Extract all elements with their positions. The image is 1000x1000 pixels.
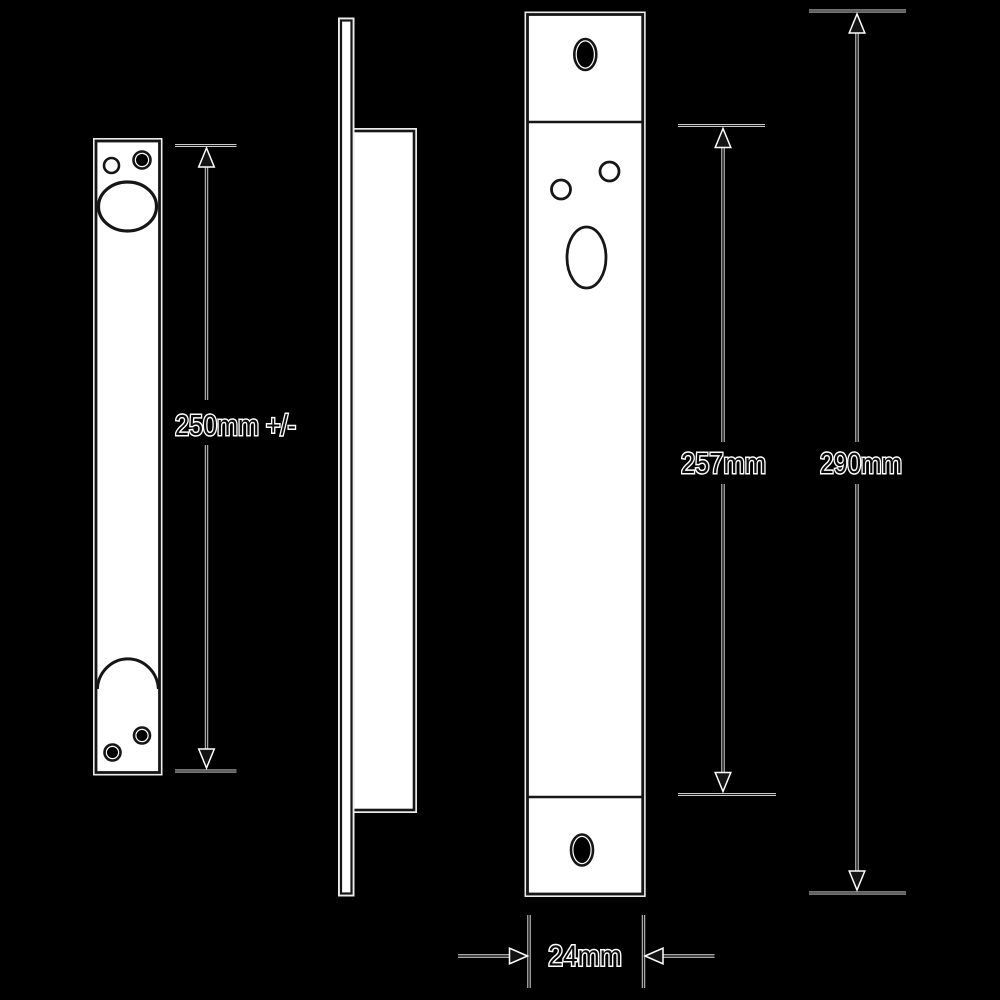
dim250-arrow-up — [197, 146, 216, 168]
dim24-arrow-left — [643, 947, 664, 965]
bolt-bottom-arc — [95, 657, 160, 690]
front-outline — [526, 13, 645, 896]
dimension-overall-height: 290mm — [809, 9, 906, 895]
dim290-label: 290mm — [820, 448, 902, 480]
lock-front-view — [524, 11, 646, 897]
strike-plate-outline — [94, 139, 161, 774]
dim250-label: 250mm +/- — [175, 410, 296, 442]
fixing-hole-left — [550, 178, 572, 201]
dim257-arrow-up — [714, 126, 732, 149]
screw-hole-top-left — [102, 156, 121, 175]
dimension-case-height: 257mm — [678, 124, 776, 796]
dim257-label: 257mm — [681, 448, 766, 480]
strike-plate-front-view — [93, 138, 163, 776]
cylinder-ellipse — [96, 180, 159, 233]
dim24-arrow-right — [508, 947, 530, 965]
mount-hole-bottom — [569, 833, 595, 867]
fixing-hole-right — [598, 160, 621, 183]
dim250-arrow-down — [197, 748, 216, 770]
dimension-plate-height: 250mm +/- — [174, 144, 298, 773]
dimension-faceplate-width: 24mm — [458, 915, 715, 988]
bolt-oval — [565, 225, 608, 290]
side-case — [350, 129, 416, 812]
dim290-arrow-down — [848, 870, 866, 892]
lock-side-view — [338, 17, 417, 897]
screw-hole-bottom-right — [132, 726, 152, 745]
dim24-label: 24mm — [548, 941, 622, 973]
screw-hole-bottom-left — [103, 743, 122, 762]
dim257-arrow-down — [714, 771, 732, 794]
dim290-arrow-up — [848, 12, 866, 34]
mount-hole-top — [572, 37, 598, 72]
side-faceplate-strip — [339, 19, 353, 895]
screw-hole-top-right — [132, 150, 152, 170]
